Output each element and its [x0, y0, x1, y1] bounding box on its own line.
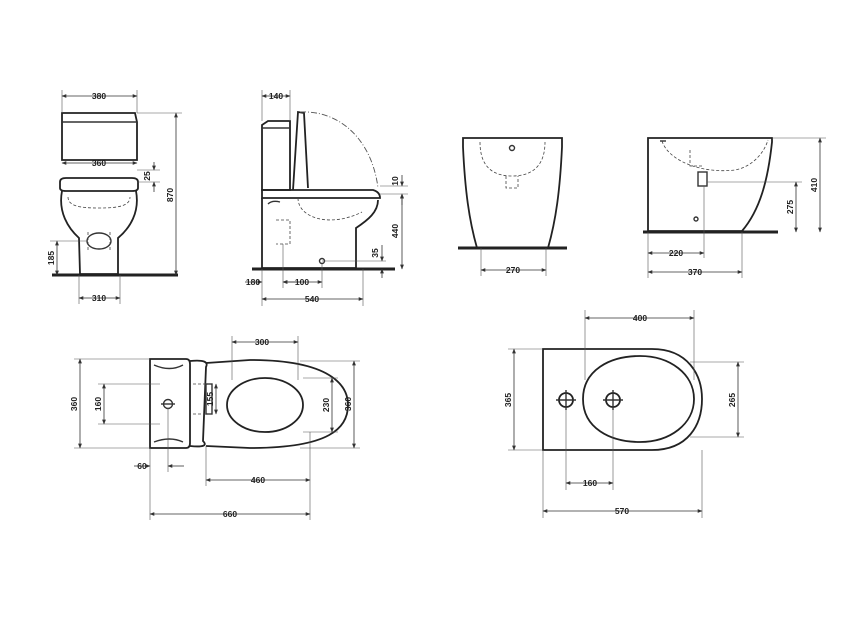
- wc-side-view: 140 10 440 35 180 100 540: [245, 90, 408, 306]
- wc-side-outlet-offset: 35: [370, 248, 380, 258]
- wc-side-total-depth: 540: [305, 294, 319, 304]
- wc-top-hinge-gap: 155: [205, 392, 215, 406]
- wc-top-bowl-outer: [205, 359, 349, 449]
- bidet-side-tap-height: 275: [785, 200, 795, 214]
- wc-top-hinge: [189, 359, 208, 448]
- wc-top-bowl-inner: 230: [321, 398, 331, 412]
- bidet-side-height: 410: [809, 178, 819, 192]
- wc-top-total-length: 660: [223, 509, 237, 519]
- wc-top-view: 300 360 160 155 230 360 60 460 660: [69, 336, 360, 520]
- bidet-front-body: [462, 137, 563, 249]
- wc-side-bowl: [261, 198, 379, 269]
- wc-top-tank-width: 360: [69, 397, 79, 411]
- bidet-top-width: 365: [503, 393, 513, 407]
- wc-side-tank-depth: 140: [269, 91, 283, 101]
- wc-side-lid-arc: [299, 111, 379, 189]
- wc-top-tank-holes: 160: [93, 397, 103, 411]
- wc-top-bowl-inner: [226, 377, 304, 433]
- wc-side-tank: [261, 120, 291, 191]
- bidet-side-body: [647, 137, 773, 232]
- wc-top-tank: [149, 358, 191, 449]
- wc-side-lid: [292, 110, 309, 191]
- bidet-side-view: 410 275 220 370: [643, 137, 826, 278]
- wc-front-outlet-height: 185: [46, 251, 56, 265]
- wc-top-bowl-length: 460: [251, 475, 265, 485]
- bidet-top-bowl: [582, 355, 695, 443]
- wc-front-total-height: 870: [165, 188, 175, 202]
- bidet-top-bowl-width: 265: [727, 393, 737, 407]
- wc-top-seat-width: 300: [255, 337, 269, 347]
- bidet-side-total-depth: 370: [688, 267, 702, 277]
- wc-front-tank: [61, 112, 138, 161]
- wc-front-view: 380 360 25 870 185 310: [46, 90, 182, 304]
- wc-front-top-width: 380: [92, 91, 106, 101]
- wc-side-outlet-back: 180: [246, 277, 260, 287]
- wc-side-seat: [261, 189, 381, 199]
- wc-front-seat-gap: 25: [142, 171, 152, 181]
- wc-front-base-width: 310: [92, 293, 106, 303]
- bidet-top-view: 400 365 265 160 570: [503, 310, 744, 518]
- bidet-top-holes: 160: [583, 478, 597, 488]
- wc-top-bowl-width: 360: [343, 397, 353, 411]
- bidet-top-total-length: 570: [615, 506, 629, 516]
- wc-front-seat: [59, 177, 139, 192]
- bidet-front-view: 270: [458, 137, 567, 276]
- bidet-front-base-width: 270: [506, 265, 520, 275]
- wc-top-tank-offset: 60: [137, 461, 147, 471]
- wc-side-seat-height: 440: [390, 224, 400, 238]
- bidet-side-tap-depth: 220: [669, 248, 683, 258]
- wc-front-seat-width: 360: [92, 158, 106, 168]
- bidet-top-body: [542, 348, 703, 451]
- bidet-top-bowl-length: 400: [633, 313, 647, 323]
- wc-side-seat-gap: 10: [390, 176, 400, 186]
- wc-side-outlet-depth: 100: [295, 277, 309, 287]
